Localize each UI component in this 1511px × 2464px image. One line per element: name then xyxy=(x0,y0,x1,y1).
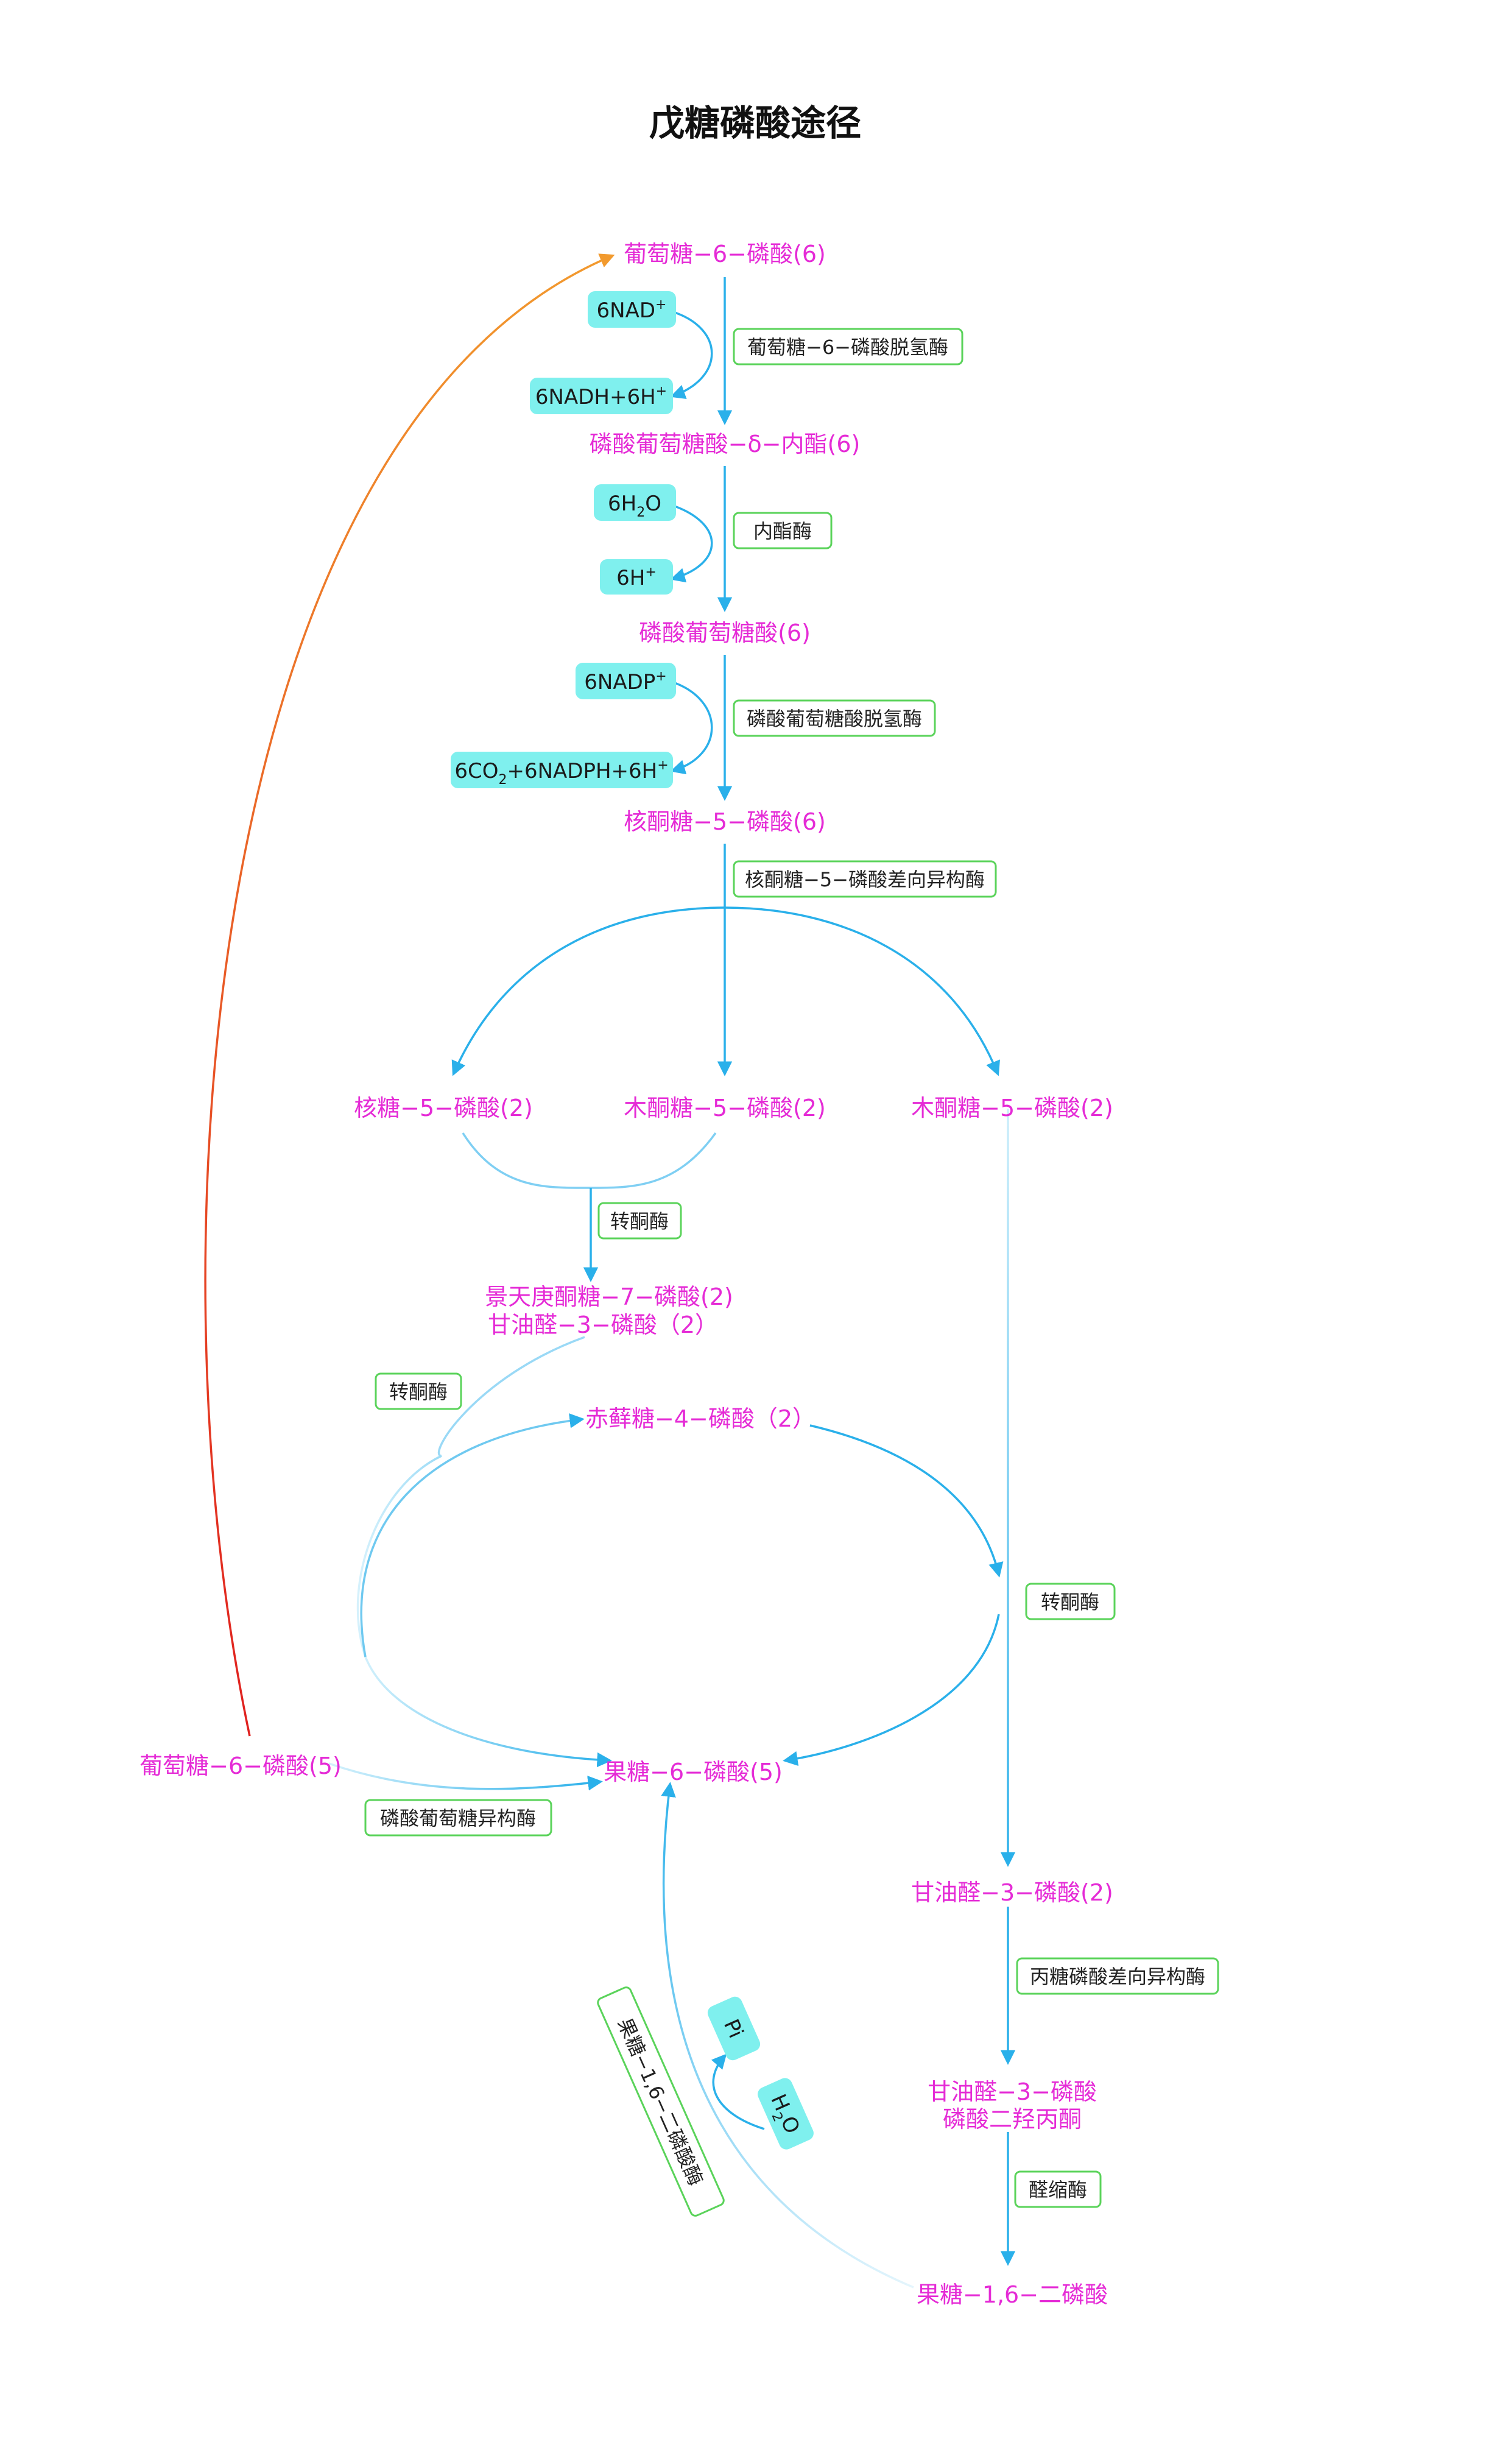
metabolite-f6p: 果糖−6−磷酸(5) xyxy=(604,1759,783,1785)
enzyme-transketolase-1: 转酮酶 xyxy=(597,1202,682,1240)
cofactor-arrow-nad xyxy=(670,311,713,400)
arrow-g6p-left-to-f6p xyxy=(328,1762,603,1791)
metabolite-fbp: 果糖−1,6−二磷酸 xyxy=(917,2281,1108,2308)
enzyme-g6pdh: 葡萄糖−6−磷酸脱氢酶 xyxy=(733,328,963,365)
cofactor-arrow-h2o-pi xyxy=(711,2053,765,2130)
page-title: 戊糖磷酸途径 xyxy=(649,102,861,144)
metabolite-ru5p: 核酮糖−5−磷酸(6) xyxy=(624,808,826,835)
metabolite-g6p-left: 葡萄糖−6−磷酸(5) xyxy=(139,1753,342,1779)
arrow-r5p-merge xyxy=(462,1132,591,1189)
metabolite-xu5p-b: 木酮糖−5−磷酸(2) xyxy=(911,1095,1113,1121)
cofactor-co2-nadph: 6CO2+6NADPH+6H+ xyxy=(451,752,673,788)
enzyme-fbpase: 果糖−1,6−二磷酸酶 xyxy=(597,1986,725,2217)
enzyme-aldolase: 醛缩酶 xyxy=(1014,2170,1102,2208)
metabolite-gluconate: 磷酸葡萄糖酸(6) xyxy=(639,620,811,646)
cofactor-nadh: 6NADH+6H+ xyxy=(530,378,673,414)
enzyme-tk1-label: 转酮酶 xyxy=(610,1210,669,1233)
cofactor-h-lactonase: 6H+ xyxy=(600,559,673,595)
arrow-ru5p-to-r5p xyxy=(451,906,725,1076)
arrow-loop-to-e4p xyxy=(356,1455,612,1768)
arrow-tk-to-f6p xyxy=(783,1614,1000,1767)
enzyme-tk3-label: 转酮酶 xyxy=(1041,1590,1099,1614)
svg-text:6NAD+: 6NAD+ xyxy=(597,297,667,323)
enzyme-fbpase-label: 果糖−1,6−二磷酸酶 xyxy=(613,2014,707,2189)
enzyme-transketolase-3: 转酮酶 xyxy=(1025,1583,1116,1620)
arrow-e4p-to-tk xyxy=(809,1424,1004,1578)
metabolite-g3p-right: 甘油醛−3−磷酸(2) xyxy=(911,1879,1113,1906)
enzyme-lactonase-label: 内酯酶 xyxy=(753,520,812,543)
metabolite-g3p-mid: 甘油醛−3−磷酸（2） xyxy=(488,1311,718,1338)
enzyme-pgdh-label: 磷酸葡萄糖酸脱氢酶 xyxy=(747,707,922,730)
svg-text:6NADP+: 6NADP+ xyxy=(584,669,666,694)
svg-text:6CO2+6NADPH+6H+: 6CO2+6NADPH+6H+ xyxy=(454,758,668,788)
cofactor-nad: 6NAD+ xyxy=(588,291,676,328)
svg-text:6NADH+6H+: 6NADH+6H+ xyxy=(535,384,667,409)
enzyme-tpi-label: 丙糖磷酸差向异构酶 xyxy=(1030,1965,1205,1988)
enzyme-pgi: 磷酸葡萄糖异构酶 xyxy=(364,1799,552,1837)
cofactor-nadp: 6NADP+ xyxy=(576,663,676,699)
metabolite-s7p: 景天庚酮糖−7−磷酸(2) xyxy=(485,1283,733,1310)
metabolite-g3p-dhap-1: 甘油醛−3−磷酸 xyxy=(928,2078,1097,2105)
enzyme-rpe-label: 核酮糖−5−磷酸差向异构酶 xyxy=(745,868,985,891)
arrow-s7p-to-f6p-loop xyxy=(437,1336,585,1457)
metabolite-lactone: 磷酸葡萄糖酸−δ−内酯(6) xyxy=(590,431,861,457)
enzyme-tk2-label: 转酮酶 xyxy=(389,1380,448,1403)
arrow-ru5p-to-xu5p-right xyxy=(724,906,1000,1076)
cofactor-arrow-h2o xyxy=(670,504,713,583)
metabolite-e4p: 赤藓糖−4−磷酸（2） xyxy=(585,1405,815,1432)
enzyme-transketolase-2: 转酮酶 xyxy=(375,1372,462,1410)
metabolite-xu5p-a: 木酮糖−5−磷酸(2) xyxy=(624,1095,826,1121)
metabolite-r5p: 核糖−5−磷酸(2) xyxy=(354,1095,533,1121)
svg-text:6H2O: 6H2O xyxy=(608,492,661,520)
cofactor-pi: Pi xyxy=(707,1996,761,2061)
svg-text:6H+: 6H+ xyxy=(616,565,657,590)
enzyme-lactonase: 内酯酶 xyxy=(733,512,833,549)
cofactor-h2o-fbpase: H2O xyxy=(758,2078,814,2150)
metabolite-g6p-top: 葡萄糖−6−磷酸(6) xyxy=(624,241,826,267)
enzyme-g6pdh-label: 葡萄糖−6−磷酸脱氢酶 xyxy=(747,336,948,359)
arrow-fbp-to-f6p xyxy=(661,1782,914,2289)
arrow-loop-up-to-e4p xyxy=(360,1413,585,1657)
enzyme-rpe: 核酮糖−5−磷酸差向异构酶 xyxy=(733,860,997,898)
enzyme-tpi: 丙糖磷酸差向异构酶 xyxy=(1016,1957,1219,1995)
enzyme-pgdh: 磷酸葡萄糖酸脱氢酶 xyxy=(733,699,936,737)
cofactor-h2o-lactonase: 6H2O xyxy=(594,484,676,521)
arrow-xu5p-merge xyxy=(590,1132,717,1189)
cofactor-arrow-nadp xyxy=(670,681,713,775)
enzyme-pgi-label: 磷酸葡萄糖异构酶 xyxy=(380,1807,536,1830)
metabolite-g3p-dhap-2: 磷酸二羟丙酮 xyxy=(943,2106,1082,2133)
arrow-g6p-return xyxy=(204,253,615,1737)
enzyme-aldolase-label: 醛缩酶 xyxy=(1029,2178,1087,2201)
